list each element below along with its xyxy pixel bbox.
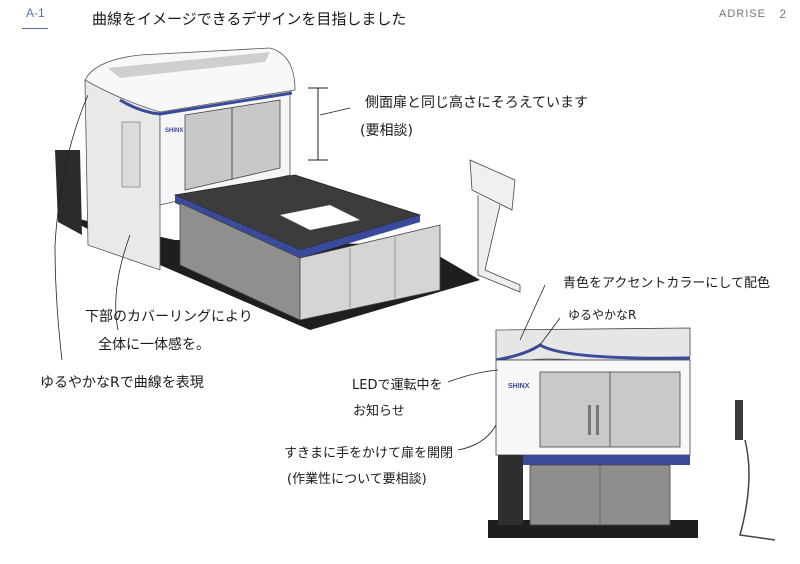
front-door-leader: [457, 424, 497, 451]
iso-table-accent-side: [300, 215, 420, 258]
note-lower-cover-unity: 全体に一体感を。: [98, 337, 210, 353]
iso-cover-leader: [115, 234, 131, 331]
iso-machine: SHINX: [54, 47, 480, 361]
iso-console-screen: [469, 159, 516, 211]
iso-console: [469, 159, 521, 293]
iso-accent-stripe: [119, 91, 293, 116]
note-side-height: 側面扉と同じ高さにそろえています: [365, 95, 589, 111]
iso-table-accent-front: [175, 195, 300, 258]
note-side-height-consult: (要相談): [360, 123, 413, 139]
sheet-id: A-1: [26, 6, 45, 20]
note-design-intent: 曲線をイメージできるデザインを目指しました: [92, 10, 407, 28]
front-left-column: [498, 455, 523, 525]
front-accent-leader: [519, 284, 546, 341]
brand-name: Adrise: [719, 8, 766, 20]
iso-curve-leader: [54, 94, 89, 361]
note-accent-color: 青色をアクセントカラーにして配色: [563, 276, 770, 291]
front-handle-right: [596, 405, 599, 435]
front-machine: SHINX: [447, 284, 776, 541]
front-table-accent: [520, 455, 690, 465]
page-number: 2: [779, 7, 786, 21]
iso-logo: SHINX: [165, 128, 183, 134]
front-handle-left: [588, 405, 591, 435]
front-console-stand: [739, 439, 776, 541]
note-led-notify: お知らせ: [353, 404, 405, 419]
iso-roof-panel: [108, 52, 270, 78]
front-logo: SHINX: [508, 383, 530, 390]
sheet-id-underline: [22, 28, 48, 29]
iso-left-block: [55, 150, 82, 235]
iso-work-sheet: [280, 205, 360, 230]
iso-side-door: [121, 121, 141, 188]
note-led: LEDで運転中を: [352, 378, 443, 393]
note-gentle-r: ゆるやかなR: [568, 308, 637, 322]
note-curve-expression: ゆるやかなRで曲線を表現: [40, 375, 204, 391]
front-r-leader: [539, 317, 561, 346]
note-lower-cover: 下部のカバーリングにより: [85, 309, 253, 325]
note-door-open: すきまに手をかけて扉を開閉: [284, 446, 454, 461]
iso-lower-cover-side: [299, 224, 441, 321]
front-console-screen: [735, 400, 743, 440]
iso-height-leader: [319, 107, 351, 116]
iso-console-stand: [477, 195, 521, 293]
note-door-consult: (作業性について要相談): [287, 472, 427, 487]
front-accent-curve: [495, 343, 691, 362]
front-led-leader: [447, 369, 499, 383]
